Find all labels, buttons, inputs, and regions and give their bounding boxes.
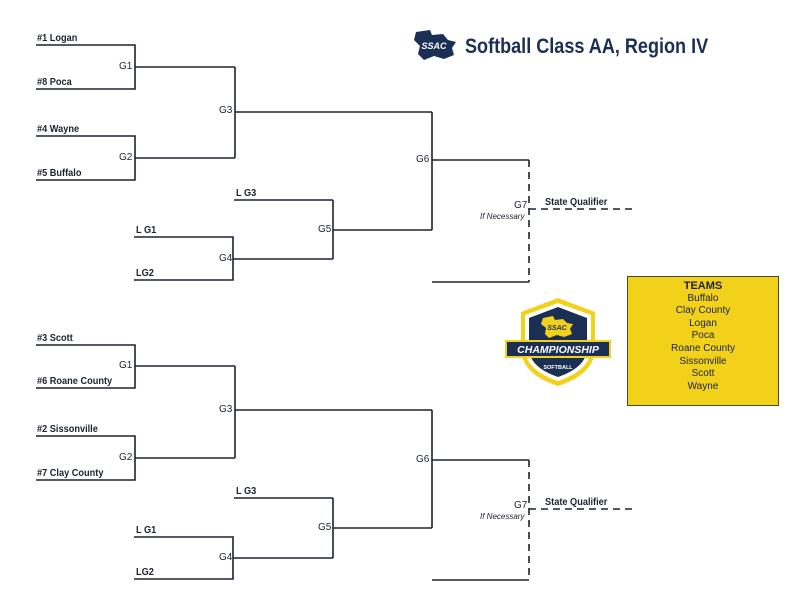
- state-qualifier-label: State Qualifier: [545, 497, 608, 508]
- team-item: Sissonville: [679, 355, 727, 367]
- badge-banner-text: CHAMPIONSHIP: [517, 344, 600, 356]
- badge-sport-text: SOFTBALL: [543, 365, 573, 371]
- ssac-logo-icon: SSAC: [410, 28, 458, 67]
- game-label-g7: G7: [514, 500, 528, 511]
- teams-heading: TEAMS: [683, 280, 723, 292]
- wv-state-icon: [541, 316, 573, 338]
- seed-label: #2 Sissonville: [37, 424, 98, 435]
- game-label-g6: G6: [416, 154, 430, 165]
- game-label-g4: G4: [219, 253, 233, 264]
- state-qualifier-label: State Qualifier: [545, 197, 608, 208]
- game-label-g4: G4: [219, 552, 233, 563]
- teams-box: TEAMS Buffalo Clay County Logan Poca Roa…: [627, 276, 779, 406]
- if-necessary-note: If Necessary: [480, 212, 525, 221]
- game-label-g1: G1: [119, 61, 133, 72]
- loser-label: LG2: [136, 567, 154, 578]
- game-label-g3: G3: [219, 404, 233, 415]
- team-item: Clay County: [675, 305, 731, 317]
- game-label-g7: G7: [514, 200, 528, 211]
- game-label-g5: G5: [318, 522, 332, 533]
- loser-label: L G3: [236, 486, 257, 497]
- game-label-g1: G1: [119, 360, 133, 371]
- team-item: Poca: [691, 330, 715, 342]
- loser-label: L G1: [136, 525, 157, 536]
- seed-label: #6 Roane County: [37, 376, 113, 387]
- seed-label: #4 Wayne: [37, 124, 80, 135]
- team-item: Roane County: [671, 342, 735, 354]
- game-label-g2: G2: [119, 152, 133, 163]
- loser-label: L G1: [136, 225, 157, 236]
- team-item: Wayne: [687, 380, 719, 392]
- loser-label: L G3: [236, 188, 257, 199]
- seed-label: #3 Scott: [37, 333, 73, 344]
- if-necessary-note: If Necessary: [480, 512, 525, 521]
- seed-label: #8 Poca: [37, 77, 72, 88]
- game-label-g3: G3: [219, 105, 233, 116]
- game-label-g5: G5: [318, 224, 332, 235]
- team-item: Logan: [689, 317, 717, 329]
- badge-logo-text: SSAC: [547, 325, 567, 332]
- loser-label: LG2: [136, 268, 154, 279]
- team-item: Scott: [691, 368, 715, 380]
- game-label-g2: G2: [119, 452, 133, 463]
- seed-label: #1 Logan: [37, 33, 78, 44]
- championship-badge: SSAC CHAMPIONSHIP SOFTBALL: [503, 296, 613, 393]
- seed-label: #7 Clay County: [37, 468, 104, 479]
- seed-label: #5 Buffalo: [37, 168, 82, 179]
- page-title: Softball Class AA, Region IV: [465, 35, 709, 58]
- ssac-logo-text: SSAC: [421, 41, 447, 51]
- team-item: Buffalo: [687, 292, 719, 304]
- game-label-g6: G6: [416, 454, 430, 465]
